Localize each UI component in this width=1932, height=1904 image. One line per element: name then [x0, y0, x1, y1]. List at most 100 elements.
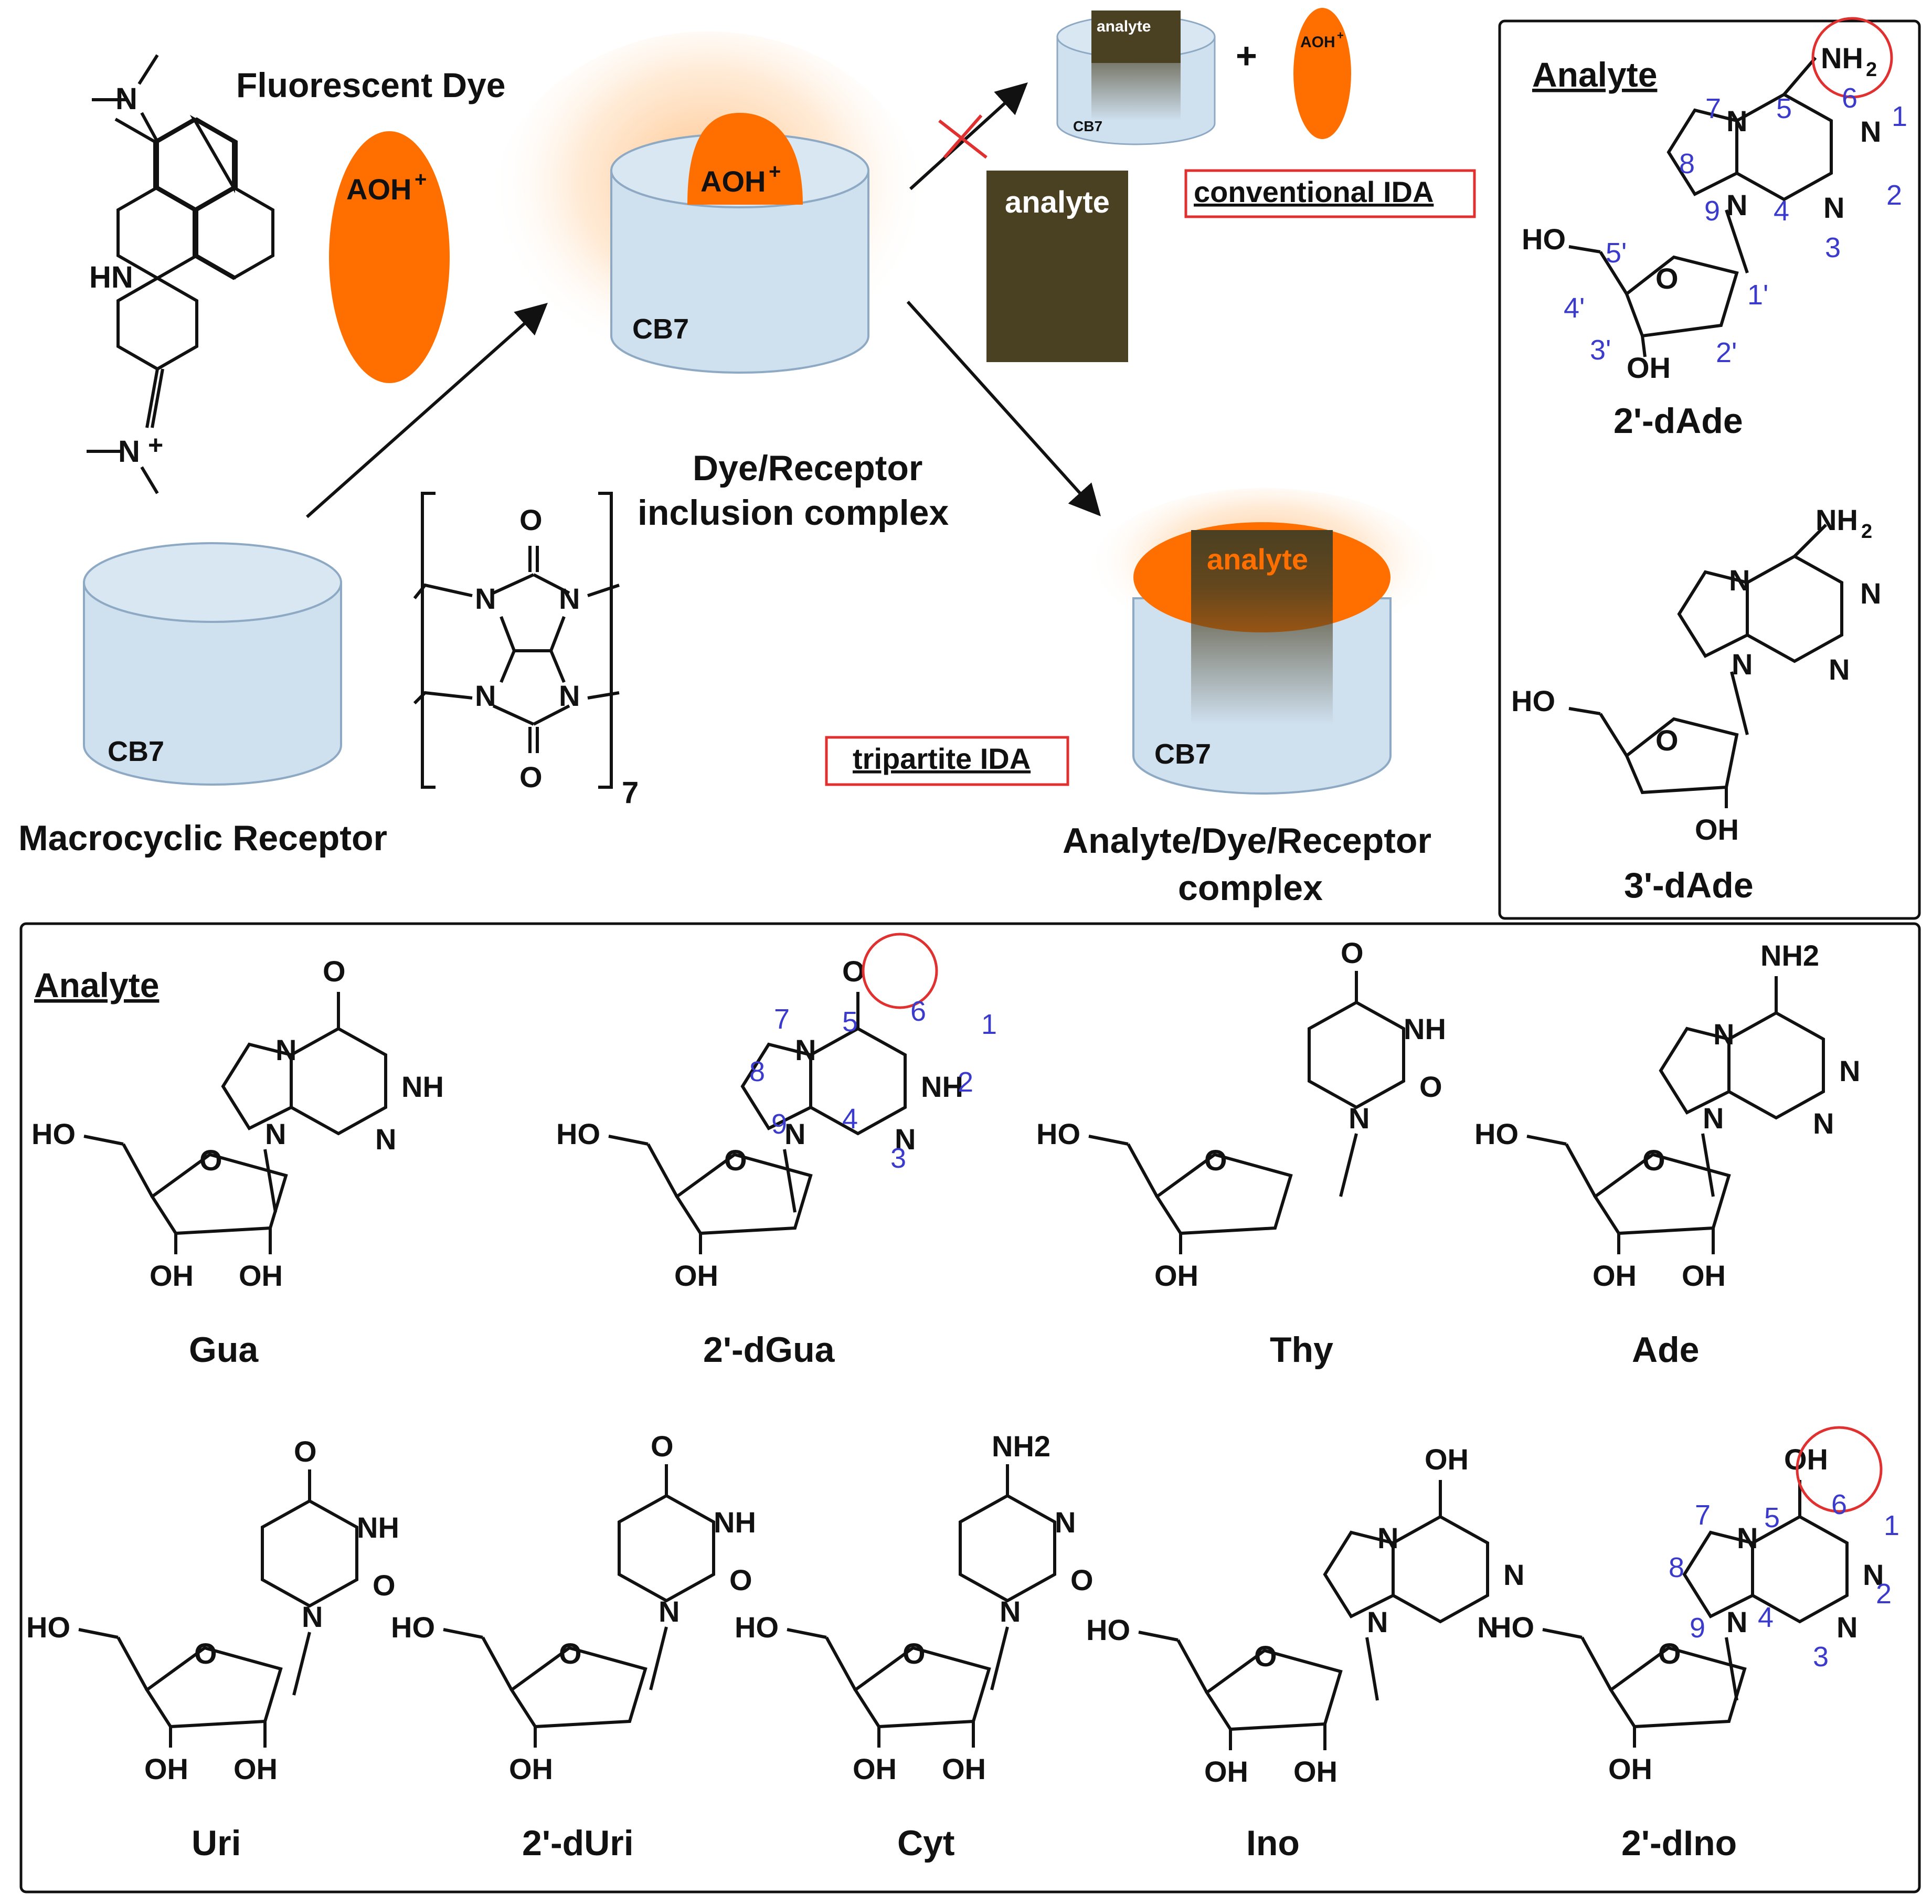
dye-charge: +: [415, 168, 427, 191]
duri-name: 2'-dUri: [522, 1823, 634, 1863]
carbonyl-highlight-circle: [862, 933, 938, 1009]
svg-text:N: N: [1726, 188, 1747, 221]
svg-text:O: O: [729, 1563, 752, 1596]
svg-text:2: 2: [1886, 179, 1902, 211]
nucleoside-structures-icon: [1568, 57, 1833, 357]
svg-text:HO: HO: [1490, 1611, 1534, 1644]
cyt-name: Cyt: [897, 1823, 955, 1863]
thy-name: Thy: [1270, 1330, 1333, 1370]
cucurbituril-unit-structure-icon: [413, 492, 620, 789]
svg-text:HO: HO: [391, 1611, 435, 1644]
svg-text:NH: NH: [357, 1511, 399, 1544]
svg-text:O: O: [519, 503, 543, 536]
svg-text:5: 5: [1776, 93, 1792, 124]
svg-text:9: 9: [1704, 195, 1720, 227]
dye-in-cavity-icon: [687, 113, 803, 205]
cb7-label-receptor: CB7: [108, 736, 164, 767]
svg-text:6: 6: [910, 996, 926, 1027]
svg-text:5: 5: [842, 1006, 858, 1038]
svg-text:O: O: [1642, 1144, 1665, 1177]
svg-text:N: N: [1349, 1102, 1370, 1135]
dgua-numbering: 7 5 6 1 8 2 9 4 3: [749, 996, 997, 1174]
cb7-small-label: CB7: [1073, 118, 1102, 134]
svg-text:O: O: [1070, 1563, 1094, 1596]
svg-text:N: N: [1860, 577, 1881, 610]
dye-label-inclusion: AOH: [700, 165, 766, 198]
svg-text:O: O: [519, 760, 543, 794]
svg-text:6: 6: [1842, 82, 1857, 114]
svg-text:7: 7: [1705, 93, 1721, 124]
svg-text:O: O: [323, 955, 346, 988]
svg-text:OH: OH: [674, 1259, 718, 1292]
svg-text:O: O: [651, 1430, 674, 1463]
svg-text:OH: OH: [1608, 1752, 1652, 1785]
svg-text:2: 2: [1866, 59, 1877, 81]
svg-text:OH: OH: [1425, 1443, 1469, 1476]
svg-text:N: N: [1055, 1506, 1076, 1539]
svg-text:O: O: [373, 1569, 396, 1602]
svg-text:N: N: [275, 1033, 296, 1066]
svg-text:O: O: [1204, 1144, 1227, 1177]
dye-ellipse-icon: [329, 131, 450, 383]
svg-text:HO: HO: [735, 1611, 779, 1644]
svg-text:N: N: [784, 1117, 805, 1150]
svg-text:N: N: [1829, 653, 1850, 686]
svg-text:N: N: [1477, 1611, 1498, 1644]
inclusion-title-2: inclusion complex: [638, 493, 949, 533]
svg-text:HN: HN: [89, 260, 133, 294]
top-right-heading: Analyte: [1532, 55, 1657, 94]
svg-text:HO: HO: [1522, 223, 1566, 256]
svg-text:OH: OH: [233, 1752, 278, 1785]
cross-mark-icon: [938, 119, 988, 159]
svg-text:N: N: [895, 1123, 916, 1156]
svg-text:N: N: [795, 1033, 816, 1066]
svg-text:O: O: [903, 1637, 926, 1670]
svg-text:NH: NH: [1816, 503, 1858, 536]
svg-text:N: N: [1377, 1521, 1398, 1554]
dino-numbering: 7 5 6 1 8 2 9 4 3: [1669, 1489, 1899, 1673]
svg-text:N: N: [1503, 1558, 1524, 1591]
ade-name: Ade: [1632, 1330, 1699, 1370]
svg-text:1: 1: [1884, 1510, 1899, 1541]
svg-text:N: N: [115, 82, 137, 116]
tripartite-ida-label: tripartite IDA: [853, 742, 1031, 775]
svg-text:5: 5: [1764, 1502, 1780, 1533]
svg-text:4: 4: [842, 1103, 858, 1135]
svg-text:O: O: [724, 1144, 747, 1177]
inclusion-title-1: Dye/Receptor: [693, 448, 922, 488]
dye-title: Fluorescent Dye: [236, 66, 506, 104]
svg-text:OH: OH: [1154, 1259, 1198, 1292]
dade2-name: 2'-dAde: [1613, 401, 1743, 441]
analyte-small-label: analyte: [1097, 18, 1151, 35]
svg-text:4: 4: [1758, 1602, 1774, 1633]
svg-text:O: O: [1655, 262, 1679, 295]
cb7-label-inclusion: CB7: [632, 313, 689, 345]
dye-free-icon: [1293, 8, 1351, 139]
svg-text:NH: NH: [921, 1070, 963, 1103]
arrow-to-inclusion: [306, 303, 548, 519]
svg-text:8: 8: [1669, 1552, 1684, 1583]
svg-text:NH2: NH2: [992, 1430, 1050, 1463]
svg-text:8: 8: [1679, 148, 1695, 179]
svg-text:HO: HO: [1036, 1117, 1080, 1150]
svg-text:OH: OH: [509, 1752, 553, 1785]
svg-text:9: 9: [771, 1108, 787, 1140]
svg-text:O: O: [194, 1637, 217, 1670]
conventional-ida-box: [1184, 169, 1476, 218]
dino-name: 2'-dIno: [1621, 1823, 1737, 1863]
dye-label: AOH: [346, 173, 411, 206]
dade3-structure-icon: [1568, 523, 1843, 808]
svg-text:N: N: [559, 679, 580, 712]
svg-text:N: N: [1732, 648, 1753, 681]
arrow-to-ternary: [906, 300, 1101, 516]
dgua-name: 2'-dGua: [703, 1330, 835, 1370]
svg-text:N: N: [118, 435, 140, 469]
svg-text:OH: OH: [150, 1259, 194, 1292]
svg-text:N: N: [1729, 564, 1750, 597]
analyte-ternary-icon: [1191, 530, 1333, 724]
svg-text:N: N: [1737, 1521, 1758, 1554]
bottom-heading: Analyte: [34, 966, 159, 1004]
svg-text:4: 4: [1774, 195, 1789, 227]
svg-text:N: N: [1367, 1605, 1388, 1638]
